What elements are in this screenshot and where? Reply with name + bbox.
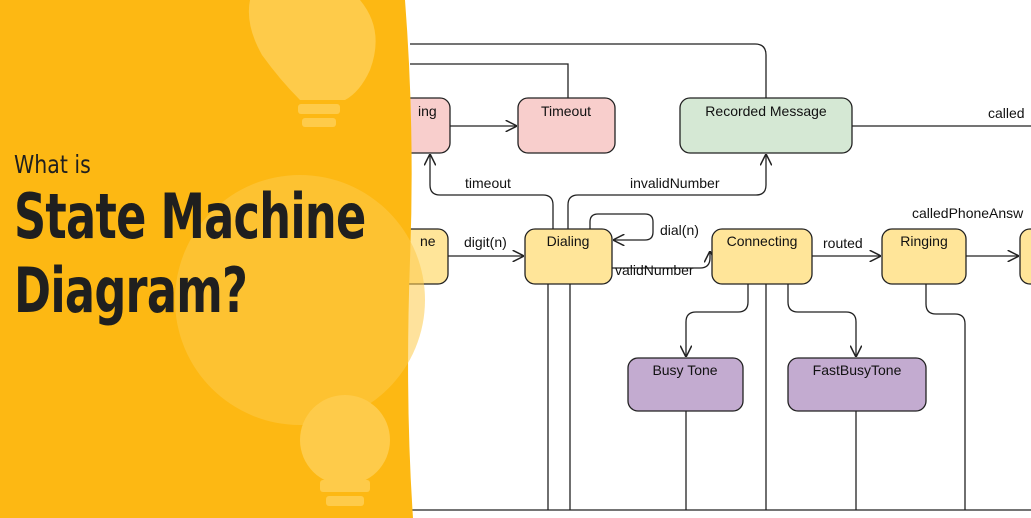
state-busy-tone-label: Busy Tone	[652, 362, 717, 378]
label-valid-number: validNumber	[615, 262, 694, 278]
state-recorded-message-label: Recorded Message	[705, 103, 827, 119]
state-connecting: Connecting	[711, 228, 813, 285]
state-recorded-message: Recorded Message	[679, 97, 853, 154]
banner-heading: What is State Machine Diagram?	[14, 150, 502, 328]
heading-diagram: Diagram?	[14, 254, 248, 327]
label-dial: dial(n)	[660, 222, 699, 238]
state-fast-busy-tone-label: FastBusyTone	[813, 362, 902, 378]
label-timeout: timeout	[465, 175, 511, 191]
label-digit: digit(n)	[464, 234, 507, 250]
state-waiting-label: ing	[418, 103, 437, 119]
state-dialing-label: Dialing	[547, 233, 590, 249]
state-fast-busy-tone: FastBusyTone	[787, 357, 927, 412]
state-timeout-label: Timeout	[541, 103, 591, 119]
heading-state-machine: State Machine	[14, 180, 366, 253]
edge-connecting-busy	[686, 284, 749, 356]
edge-dialing-connecting	[612, 252, 710, 269]
loop-top-outer	[410, 43, 767, 98]
state-next-offscreen	[1019, 228, 1031, 285]
edge-dialing-timeout	[430, 155, 554, 229]
state-busy-tone: Busy Tone	[627, 357, 744, 412]
edge-dialing-invalid	[567, 155, 766, 229]
label-called: called	[988, 105, 1025, 121]
state-dialing: Dialing	[524, 228, 613, 285]
line-ringing-down	[925, 284, 966, 510]
label-called-phone-answers: calledPhoneAnsw	[912, 205, 1024, 221]
state-timeout: Timeout	[517, 97, 616, 154]
heading-what-is: What is	[14, 150, 91, 179]
state-connecting-label: Connecting	[727, 233, 798, 249]
label-invalid-number: invalidNumber	[630, 175, 720, 191]
state-ringing-label: Ringing	[900, 233, 947, 249]
edge-connecting-fastbusy	[787, 284, 856, 356]
edge-dial-self	[589, 213, 654, 240]
label-routed: routed	[823, 235, 863, 251]
loop-top-inner	[410, 63, 569, 98]
state-ringing: Ringing	[881, 228, 967, 285]
state-waiting: ing	[395, 97, 451, 154]
